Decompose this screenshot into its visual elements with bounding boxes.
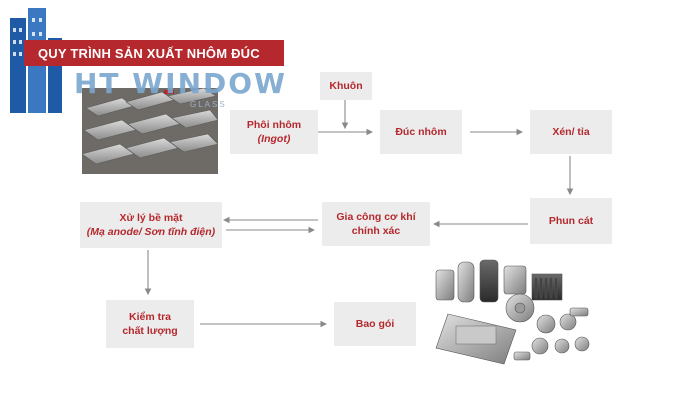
step-gia-cong-label-2: chính xác [351,225,401,237]
step-xen-tia: Xén/ tỉa [530,110,612,154]
step-xu-ly-label: Xử lý bề mặt [119,211,183,224]
step-phoi-nhom-sub: (Ingot) [257,133,291,145]
step-bao-goi: Bao gói [334,302,416,346]
step-xu-ly: Xử lý bề mặt (Mạ anode/ Sơn tĩnh điện) [80,202,222,248]
aluminum-ingot-image [82,88,218,174]
step-phun-cat: Phun cát [530,198,612,244]
step-khuon-label: Khuôn [329,79,363,92]
step-bao-goi-label: Bao gói [355,317,395,330]
step-phoi-nhom: Phôi nhôm (Ingot) [230,110,318,154]
step-duc-nhom-label: Đúc nhôm [395,125,447,138]
step-xen-tia-label: Xén/ tỉa [552,125,590,138]
step-kiem-tra: Kiểm tra chất lượng [106,300,194,348]
step-xu-ly-sub: (Mạ anode/ Sơn tĩnh điện) [86,226,216,238]
brand-logo: HT WINDOW [74,67,287,100]
step-gia-cong-label-1: Gia công cơ khí [336,210,416,223]
page-title: QUY TRÌNH SẢN XUẤT NHÔM ĐÚC [24,40,284,66]
step-phoi-nhom-label: Phôi nhôm [246,118,302,131]
step-phun-cat-label: Phun cát [548,214,594,227]
cast-parts-image [435,259,590,365]
step-gia-cong: Gia công cơ khí chính xác [322,202,430,246]
step-kiem-tra-label-1: Kiểm tra [128,310,171,323]
step-duc-nhom: Đúc nhôm [380,110,462,154]
step-kiem-tra-label-2: chất lượng [122,325,178,337]
step-khuon: Khuôn [320,72,372,100]
brand-logo-sub: GLASS [190,100,227,109]
